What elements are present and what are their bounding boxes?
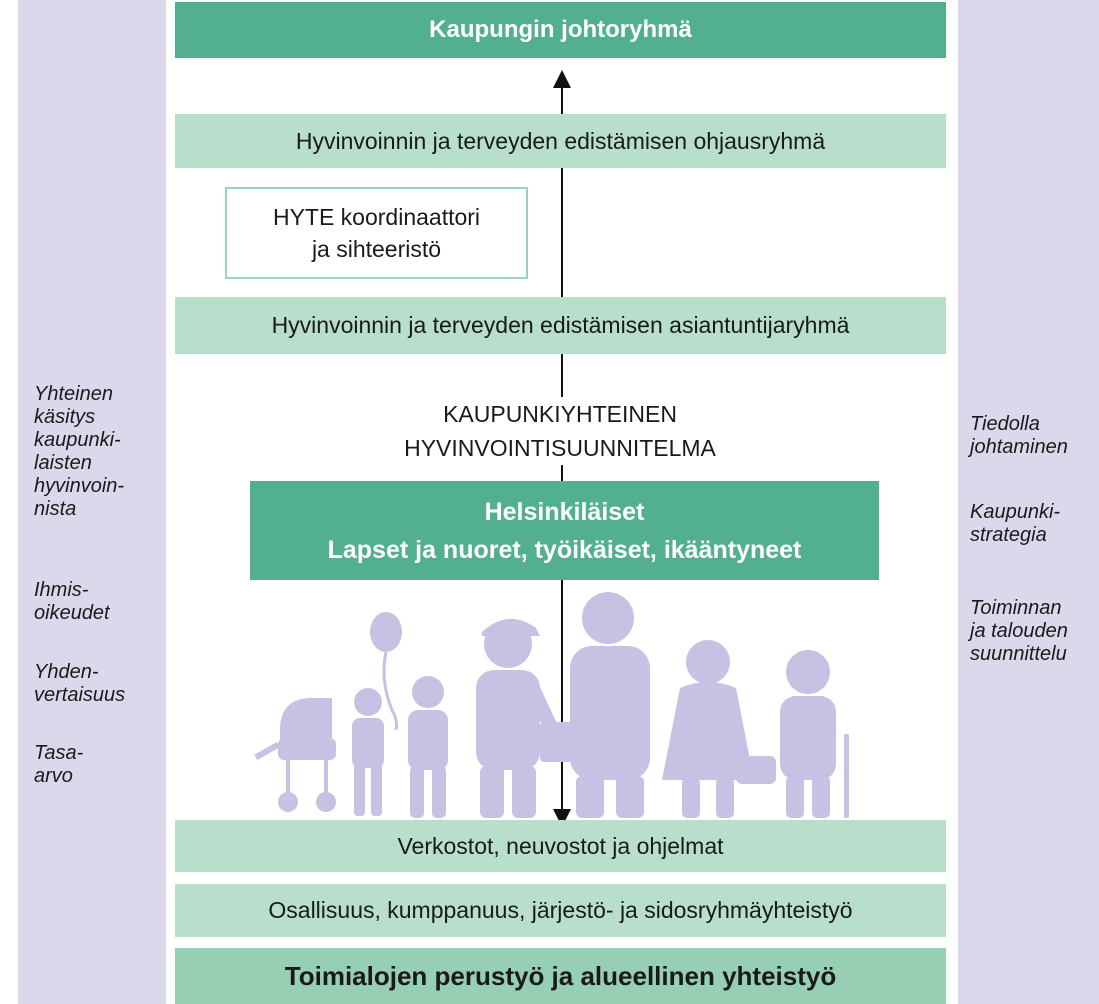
left-item-equality: Tasa- arvo <box>34 742 84 787</box>
arrow-up-icon <box>553 70 571 88</box>
right-item-operations-planning: Toiminnan ja talouden suunnittelu <box>970 597 1068 665</box>
residents-box: Helsinkiläiset Lapset ja nuoret, työikäi… <box>250 481 879 580</box>
child-figure-2 <box>408 676 448 818</box>
base-work-box: Toimialojen perustyö ja alueellinen yhte… <box>175 948 946 1004</box>
left-item-human-rights: Ihmis- oikeudet <box>34 579 110 624</box>
right-principles-panel: Tiedolla johtaminen Kaupunki- strategia … <box>958 0 1099 1004</box>
left-item-non-discrimination: Yhden- vertaisuus <box>34 661 126 706</box>
teen-figure <box>476 618 561 818</box>
elderly-figure <box>780 650 849 818</box>
right-item-city-strategy: Kaupunki- strategia <box>970 501 1061 546</box>
expert-group-box: Hyvinvoinnin ja terveyden edistämisen as… <box>175 297 946 354</box>
left-item-shared-understanding: Yhteinen käsitys kaupunki- laisten hyvin… <box>34 383 125 520</box>
adult-figure <box>540 592 650 818</box>
people-illustration <box>254 592 849 818</box>
left-values-panel: Yhteinen käsitys kaupunki- laisten hyvin… <box>18 0 166 1004</box>
residents-title: Helsinkiläiset <box>484 497 645 526</box>
right-item-knowledge-management: Tiedolla johtaminen <box>970 413 1068 458</box>
arrow-down-icon <box>553 809 571 827</box>
stroller-figure <box>254 698 336 812</box>
city-management-group-box: Kaupungin johtoryhmä <box>175 2 946 58</box>
participation-box: Osallisuus, kumppanuus, järjestö- ja sid… <box>175 884 946 937</box>
coordinator-box: HYTE koordinaattori ja sihteeristö <box>225 187 528 279</box>
balloon-figure <box>370 612 402 731</box>
child-figure-1 <box>352 688 384 816</box>
woman-figure <box>662 640 776 818</box>
steering-group-box: Hyvinvoinnin ja terveyden edistämisen oh… <box>175 114 946 168</box>
wellbeing-plan-title: KAUPUNKIYHTEINEN HYVINVOINTISUUNNITELMA <box>300 397 820 465</box>
residents-subtitle: Lapset ja nuoret, työikäiset, ikääntynee… <box>327 535 802 564</box>
networks-box: Verkostot, neuvostot ja ohjelmat <box>175 820 946 872</box>
